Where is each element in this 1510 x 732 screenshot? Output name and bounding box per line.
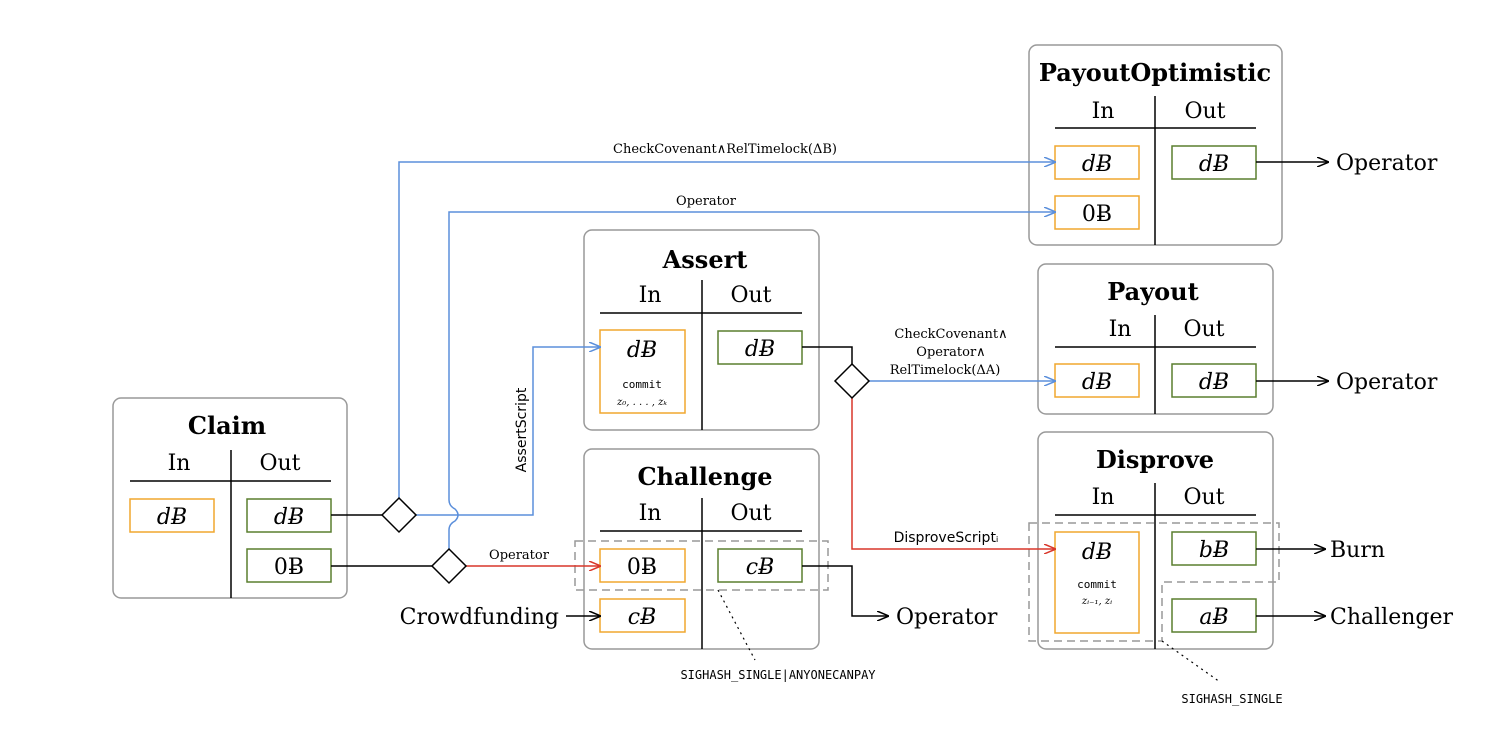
payout-transaction: Payout In Out dɃ dɃ bbox=[1037, 263, 1274, 415]
challenge-sighash-label: SIGHASH_SINGLE|ANYONECANPAY bbox=[680, 668, 876, 682]
branch-diamond-1 bbox=[380, 496, 418, 534]
payout-optimistic-in-header: In bbox=[1092, 99, 1115, 124]
edge-check-covenant-label-3: RelTimelock(ΔA) bbox=[890, 363, 1001, 378]
assert-commit-label: commit bbox=[622, 378, 662, 391]
payout-optimistic-input-1-value: dɃ bbox=[1082, 152, 1112, 177]
claim-input-value: dɃ bbox=[157, 505, 187, 530]
challenge-sighash-pointer bbox=[717, 589, 756, 661]
challenge-input-2-value: cɃ bbox=[628, 605, 657, 630]
claim-in-header: In bbox=[168, 451, 191, 476]
disprove-commit-vars: zᵢ₋₁, zᵢ bbox=[1081, 596, 1112, 607]
claim-out-header: Out bbox=[259, 451, 300, 476]
payout-out-header: Out bbox=[1183, 317, 1224, 342]
burn-target: Burn bbox=[1330, 538, 1385, 563]
payout-optimistic-title: PayoutOptimistic bbox=[1039, 58, 1271, 87]
payout-in-header: In bbox=[1109, 317, 1132, 342]
assert-out-link bbox=[802, 346, 853, 364]
payout-title: Payout bbox=[1107, 277, 1198, 306]
disprove-in-header: In bbox=[1092, 485, 1115, 510]
challenge-operator-target: Operator bbox=[896, 605, 998, 630]
challenge-title: Challenge bbox=[637, 462, 772, 491]
crowdfunding-source: Crowdfunding bbox=[400, 605, 559, 630]
challenge-transaction: Challenge In Out 0Ƀ cɃ cɃ bbox=[574, 448, 829, 650]
payout-optimistic-output-value: dɃ bbox=[1199, 152, 1229, 177]
claim-output-2-value: 0Ƀ bbox=[274, 555, 304, 580]
challenge-input-1-value: 0Ƀ bbox=[627, 555, 657, 580]
challenge-operator-arrow bbox=[802, 565, 888, 616]
disprove-output-1-value: bɃ bbox=[1199, 538, 1229, 563]
edge-assert-script-label: AssertScript bbox=[514, 387, 530, 472]
disprove-sighash-label: SIGHASH_SINGLE bbox=[1181, 692, 1282, 706]
edge-check-covenant-label-2: Operator∧ bbox=[916, 345, 985, 360]
assert-out-header: Out bbox=[730, 283, 771, 308]
assert-transaction: Assert In Out dɃ commit z₀, . . . , zₖ d… bbox=[583, 229, 820, 431]
claim-transaction: Claim In Out dɃ dɃ 0Ƀ bbox=[112, 397, 348, 599]
assert-input bbox=[599, 329, 686, 414]
payout-input-value: dɃ bbox=[1082, 370, 1112, 395]
edge-disprove-script bbox=[851, 398, 1055, 549]
branch-diamond-2 bbox=[430, 547, 468, 585]
po-operator-target: Operator bbox=[1336, 151, 1438, 176]
challenge-in-header: In bbox=[639, 501, 662, 526]
edge-check-covenant-timelock-b bbox=[398, 162, 1055, 498]
assert-input-value: dɃ bbox=[627, 338, 657, 363]
edge-assert-script bbox=[416, 347, 600, 516]
claim-input bbox=[129, 498, 215, 533]
disprove-input-value: dɃ bbox=[1082, 540, 1112, 565]
challenge-output-value: cɃ bbox=[746, 555, 775, 580]
edge-check-covenant-label-1: CheckCovenant∧ bbox=[894, 327, 1007, 342]
edge-operator-top-label: Operator bbox=[676, 194, 737, 209]
challenge-out-header: Out bbox=[730, 501, 771, 526]
branch-diamond-3 bbox=[833, 362, 871, 400]
edge-disprove-script-label: DisproveScriptᵢ bbox=[894, 530, 999, 546]
disprove-title: Disprove bbox=[1096, 445, 1214, 474]
payout-optimistic-out-header: Out bbox=[1184, 99, 1225, 124]
claim-title: Claim bbox=[188, 411, 266, 440]
disprove-transaction: Disprove In Out dɃ commit zᵢ₋₁, zᵢ bɃ aɃ bbox=[1028, 431, 1280, 650]
edge-operator-challenge-label: Operator bbox=[489, 548, 550, 563]
payout-operator-target: Operator bbox=[1336, 370, 1438, 395]
claim-output-1-value: dɃ bbox=[274, 505, 304, 530]
edge-check-covenant-timelock-b-label: CheckCovenant∧RelTimelock(ΔB) bbox=[613, 142, 837, 157]
disprove-commit-label: commit bbox=[1077, 578, 1117, 591]
assert-commit-vars: z₀, . . . , zₖ bbox=[616, 397, 667, 408]
challenger-target: Challenger bbox=[1330, 605, 1453, 630]
disprove-sighash-group bbox=[1028, 522, 1280, 642]
disprove-out-header: Out bbox=[1183, 485, 1224, 510]
payout-output-value: dɃ bbox=[1199, 370, 1229, 395]
disprove-input bbox=[1054, 531, 1140, 634]
payout-optimistic-input-2-value: 0Ƀ bbox=[1082, 202, 1112, 227]
assert-in-header: In bbox=[639, 283, 662, 308]
payout-optimistic-transaction: PayoutOptimistic In Out dɃ 0Ƀ dɃ bbox=[1028, 44, 1283, 246]
assert-title: Assert bbox=[662, 245, 748, 274]
disprove-sighash-pointer bbox=[1161, 640, 1221, 683]
disprove-output-2-value: aɃ bbox=[1199, 605, 1228, 630]
assert-output-value: dɃ bbox=[745, 337, 775, 362]
